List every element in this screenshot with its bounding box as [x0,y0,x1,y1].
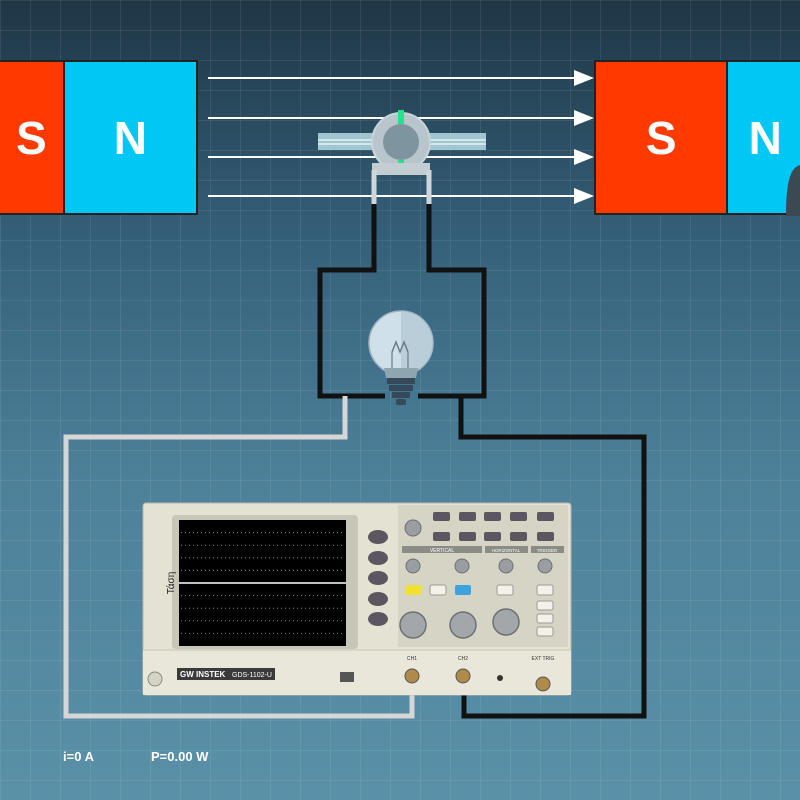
function-button[interactable] [433,512,450,521]
oscilloscope: Τάση VERTICAL HORIZONTAL TRIGGER [142,502,572,696]
math-button[interactable] [429,584,447,596]
left-magnet-south-pole: S [0,62,65,213]
function-button[interactable] [537,532,554,541]
ch1-position-knob[interactable] [405,558,421,574]
ch1-input-label: CH1 [407,656,417,662]
function-buttons [433,512,554,541]
variable-knob[interactable] [404,519,422,537]
screen-axis-label: Τάση [165,572,177,595]
time-div-knob[interactable] [492,608,520,636]
soft-menu-button[interactable] [368,530,388,544]
right-magnet-south-pole: S [596,62,729,213]
soft-menu-button[interactable] [368,551,388,565]
power-button[interactable] [147,671,163,687]
black-wires [317,204,647,719]
brand-label: GW INSTEK [180,670,226,679]
model-label: GDS-1102-U [232,672,272,679]
ch1-input-connector[interactable] [404,668,420,684]
ch1-volts-div-knob[interactable] [399,611,427,639]
magnet-notch [786,165,800,216]
vertical-section-label: VERTICAL [430,548,455,554]
soft-menu-button[interactable] [368,592,388,606]
left-magnet-north-pole: N [64,62,196,213]
ch2-input-label: CH2 [458,656,468,662]
ext-trig-connector[interactable] [535,676,551,692]
left-magnet: S N [0,60,198,215]
trigger-button[interactable] [536,600,554,611]
rotating-coil[interactable] [318,110,486,175]
current-readout: i=0 A [63,749,94,764]
usb-port [340,672,354,682]
function-button[interactable] [537,512,554,521]
function-button[interactable] [510,532,527,541]
trigger-level-knob[interactable] [537,558,553,574]
trigger-menu-button[interactable] [536,584,554,596]
ch2-input-connector[interactable] [455,668,471,684]
light-bulb-icon [368,310,434,405]
function-button[interactable] [459,532,476,541]
power-readout: P=0.00 W [151,749,209,764]
function-button[interactable] [433,532,450,541]
menu-button[interactable] [496,584,514,596]
horizontal-section-label: HORIZONTAL [492,548,521,553]
function-button[interactable] [459,512,476,521]
ch1-button[interactable] [405,585,421,595]
soft-menu-buttons [368,530,388,626]
soft-menu-button[interactable] [368,612,388,626]
function-button[interactable] [484,532,501,541]
function-button[interactable] [510,512,527,521]
right-magnet: S N [594,60,800,215]
soft-menu-button[interactable] [368,571,388,585]
trigger-button[interactable] [536,626,554,637]
horizontal-position-knob[interactable] [498,558,514,574]
grey-wire [63,396,415,719]
trigger-button[interactable] [536,613,554,624]
ch2-button[interactable] [455,585,471,595]
trigger-section-label: TRIGGER [537,548,558,553]
ext-trig-label: EXT TRIG [532,656,555,662]
ch2-volts-div-knob[interactable] [449,611,477,639]
ch2-position-knob[interactable] [454,558,470,574]
function-button[interactable] [484,512,501,521]
slip-ring-leads [371,170,432,204]
